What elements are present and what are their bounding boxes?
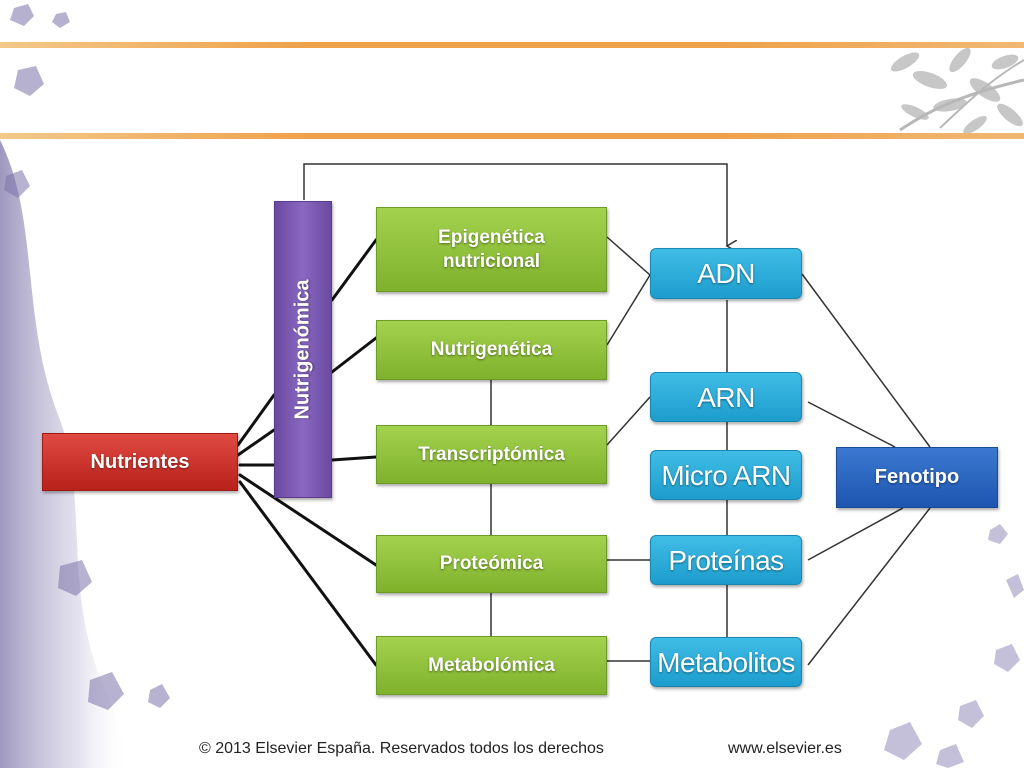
node-nutrigenomica: Nutrigenómica	[274, 201, 332, 498]
edge-arn-fenotipo	[807, 401, 896, 448]
edge-epigenetica-adn	[606, 236, 651, 276]
edge-nutrigenomica-nutrigenetica	[330, 336, 378, 374]
node-micro-arn: Micro ARN	[650, 450, 802, 500]
edge-nutrientes-metabolomica	[238, 480, 378, 667]
node-transcriptomica-label: Transcriptómica	[418, 443, 565, 465]
node-nutrientes: Nutrientes	[42, 433, 238, 491]
edge-nutrientes-nutrigenomica-1	[236, 393, 276, 447]
node-arn: ARN	[650, 372, 802, 422]
edge-nutrientes-nutrigenomica-2	[236, 428, 276, 457]
footer-copyright: © 2013 Elsevier España. Reservados todos…	[199, 740, 604, 757]
edge-transcriptomica-arn	[606, 396, 651, 446]
node-epigenetica-nutricional: Epigenética nutricional	[376, 207, 607, 292]
header-band-bottom	[0, 133, 1024, 139]
edge-adn-fenotipo	[801, 273, 931, 448]
node-metabolitos: Metabolitos	[650, 637, 802, 687]
edge-nutrigenomica-transcriptomica	[330, 455, 378, 462]
footer-website-link[interactable]: www.elsevier.es	[728, 740, 842, 757]
node-nutrientes-label: Nutrientes	[90, 450, 190, 473]
node-arn-label: ARN	[697, 381, 755, 413]
node-fenotipo: Fenotipo	[836, 447, 998, 508]
edge-metabolitos-fenotipo	[807, 507, 931, 666]
edge-nutrigenomica-adn	[303, 163, 727, 246]
edge-proteinas-fenotipo	[807, 507, 904, 561]
node-proteomica-label: Proteómica	[439, 553, 544, 575]
node-nutrigenetica-label: Nutrigenética	[430, 339, 553, 361]
node-adn: ADN	[650, 248, 802, 299]
header-band-top	[0, 42, 1024, 48]
edge-nutrigenetica-adn	[606, 274, 651, 346]
node-nutrigenetica: Nutrigenética	[376, 320, 607, 380]
node-transcriptomica: Transcriptómica	[376, 425, 607, 484]
node-micro-arn-label: Micro ARN	[661, 459, 791, 491]
node-proteinas: Proteínas	[650, 535, 802, 585]
node-adn-label: ADN	[697, 258, 755, 289]
edge-nutrigenomica-epigenetica	[330, 238, 378, 302]
node-nutrigenomica-label: Nutrigenómica	[291, 279, 314, 420]
node-proteinas-label: Proteínas	[668, 544, 784, 576]
node-metabolomica: Metabolómica	[376, 636, 607, 695]
node-metabolitos-label: Metabolitos	[657, 646, 795, 678]
node-epigenetica-label-line2: nutricional	[442, 250, 541, 272]
node-metabolomica-label: Metabolómica	[428, 654, 555, 676]
node-proteomica: Proteómica	[376, 535, 607, 593]
node-fenotipo-label: Fenotipo	[874, 466, 960, 488]
node-epigenetica-label-line1: Epigenética	[438, 226, 545, 248]
edge-nutrientes-proteomica	[238, 473, 378, 567]
